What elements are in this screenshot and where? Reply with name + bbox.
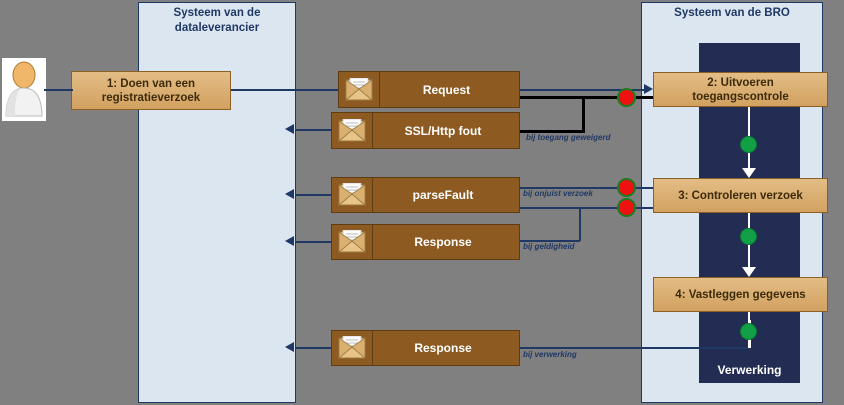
arrow-ssl-fout-left [285, 124, 294, 134]
task-1-label-line2: registratieverzoek [101, 91, 201, 104]
message-response-mid-label: Response [414, 235, 472, 249]
envelope-icon [339, 72, 380, 107]
actor-person [2, 58, 46, 121]
task-2-label: 2: Uitvoeren toegangscontrole [692, 76, 789, 103]
envelope-icon [332, 225, 373, 259]
task-4-vastleggen-gegevens[interactable]: 4: Vastleggen gegevens [653, 277, 828, 312]
lane-dataleverancier-title-line2: dataleverancier [174, 22, 260, 34]
connector-task2-fault-vertical [582, 96, 585, 132]
connector-response-mid-from-task3 [520, 207, 580, 209]
arrow-response-bottom-left [285, 342, 294, 352]
condition-label-verwerking: bij verwerking [523, 350, 577, 359]
connector-task1-request [231, 89, 338, 91]
lane-dataleverancier-title: Systeem van de dataleverancier [138, 6, 296, 36]
envelope-icon [332, 113, 373, 148]
condition-label-toegang: bij toegang geweigerd [526, 133, 611, 142]
connector-task3-out [580, 207, 653, 209]
arrow-parsefault-left [285, 189, 294, 199]
condition-label-onjuist: bij onjuist verzoek [523, 189, 593, 198]
connector-parsefault-to-lane [296, 194, 331, 196]
connector-response-bottom-to-lane [296, 347, 331, 349]
lane-bro-title: Systeem van de BRO [641, 6, 823, 21]
task-2-uitvoeren-toegangscontrole[interactable]: 2: Uitvoeren toegangscontrole [653, 72, 828, 107]
connector-task2-fault-horizontal [519, 130, 585, 133]
arrow-down-task4 [742, 267, 756, 277]
connector-request-out [519, 89, 644, 91]
envelope-icon [332, 178, 373, 212]
task-1-doen-van-een-registratieverzoek[interactable]: 1: Doen van een registratieverzoek [71, 71, 231, 110]
lane-bro-title-line1: Systeem van de BRO [674, 7, 790, 19]
task-4-label: 4: Vastleggen gegevens [675, 288, 806, 301]
arrow-response-mid-left [285, 236, 294, 246]
message-request-top-label: Request [422, 82, 471, 97]
connector-response-bottom-from-verwerking [520, 347, 750, 349]
connector-actor-task1 [44, 89, 73, 91]
message-response-bottom[interactable]: Response [331, 330, 520, 366]
envelope-icon [332, 331, 373, 365]
message-request-top[interactable]: Request [338, 71, 520, 108]
green-event-2 [740, 228, 757, 245]
connector-response-mid-to-lane [296, 241, 331, 243]
connector-response-mid-elbow [520, 240, 580, 242]
arrow-down-task3 [742, 168, 756, 178]
message-parsefault-label: parseFault [412, 188, 474, 202]
connector-request-to-task2 [519, 96, 653, 99]
red-error-event-geldigheid [617, 198, 636, 217]
message-ssl-http-fout[interactable]: SSL/Http fout [331, 112, 520, 149]
condition-label-geldigheid: bij geldigheid [523, 242, 575, 251]
green-event-3 [740, 323, 757, 340]
red-error-event-onjuist [617, 178, 636, 197]
arrow-into-task2 [644, 84, 653, 94]
connector-parsefault-from-task3 [520, 187, 653, 189]
green-event-1 [740, 136, 757, 153]
connector-ssl-fout-to-lane [296, 129, 331, 131]
message-ssl-http-fout-label: SSL/Http fout [404, 123, 482, 138]
message-response-bottom-label: Response [414, 341, 472, 355]
task-3-label: 3: Controleren verzoek [678, 189, 803, 202]
task-1-label-line1: 1: Doen van een [106, 77, 196, 90]
task-3-controleren-verzoek[interactable]: 3: Controleren verzoek [653, 178, 828, 213]
connector-response-mid-vertical [579, 207, 581, 241]
lane-dataleverancier [138, 2, 296, 403]
person-icon [5, 61, 43, 117]
processing-band-label: Verwerking [717, 363, 782, 377]
red-error-event-toegang [617, 88, 636, 107]
message-response-mid[interactable]: Response [331, 224, 520, 260]
lane-dataleverancier-title-line1: Systeem van de [173, 7, 261, 19]
message-parsefault[interactable]: parseFault [331, 177, 520, 213]
